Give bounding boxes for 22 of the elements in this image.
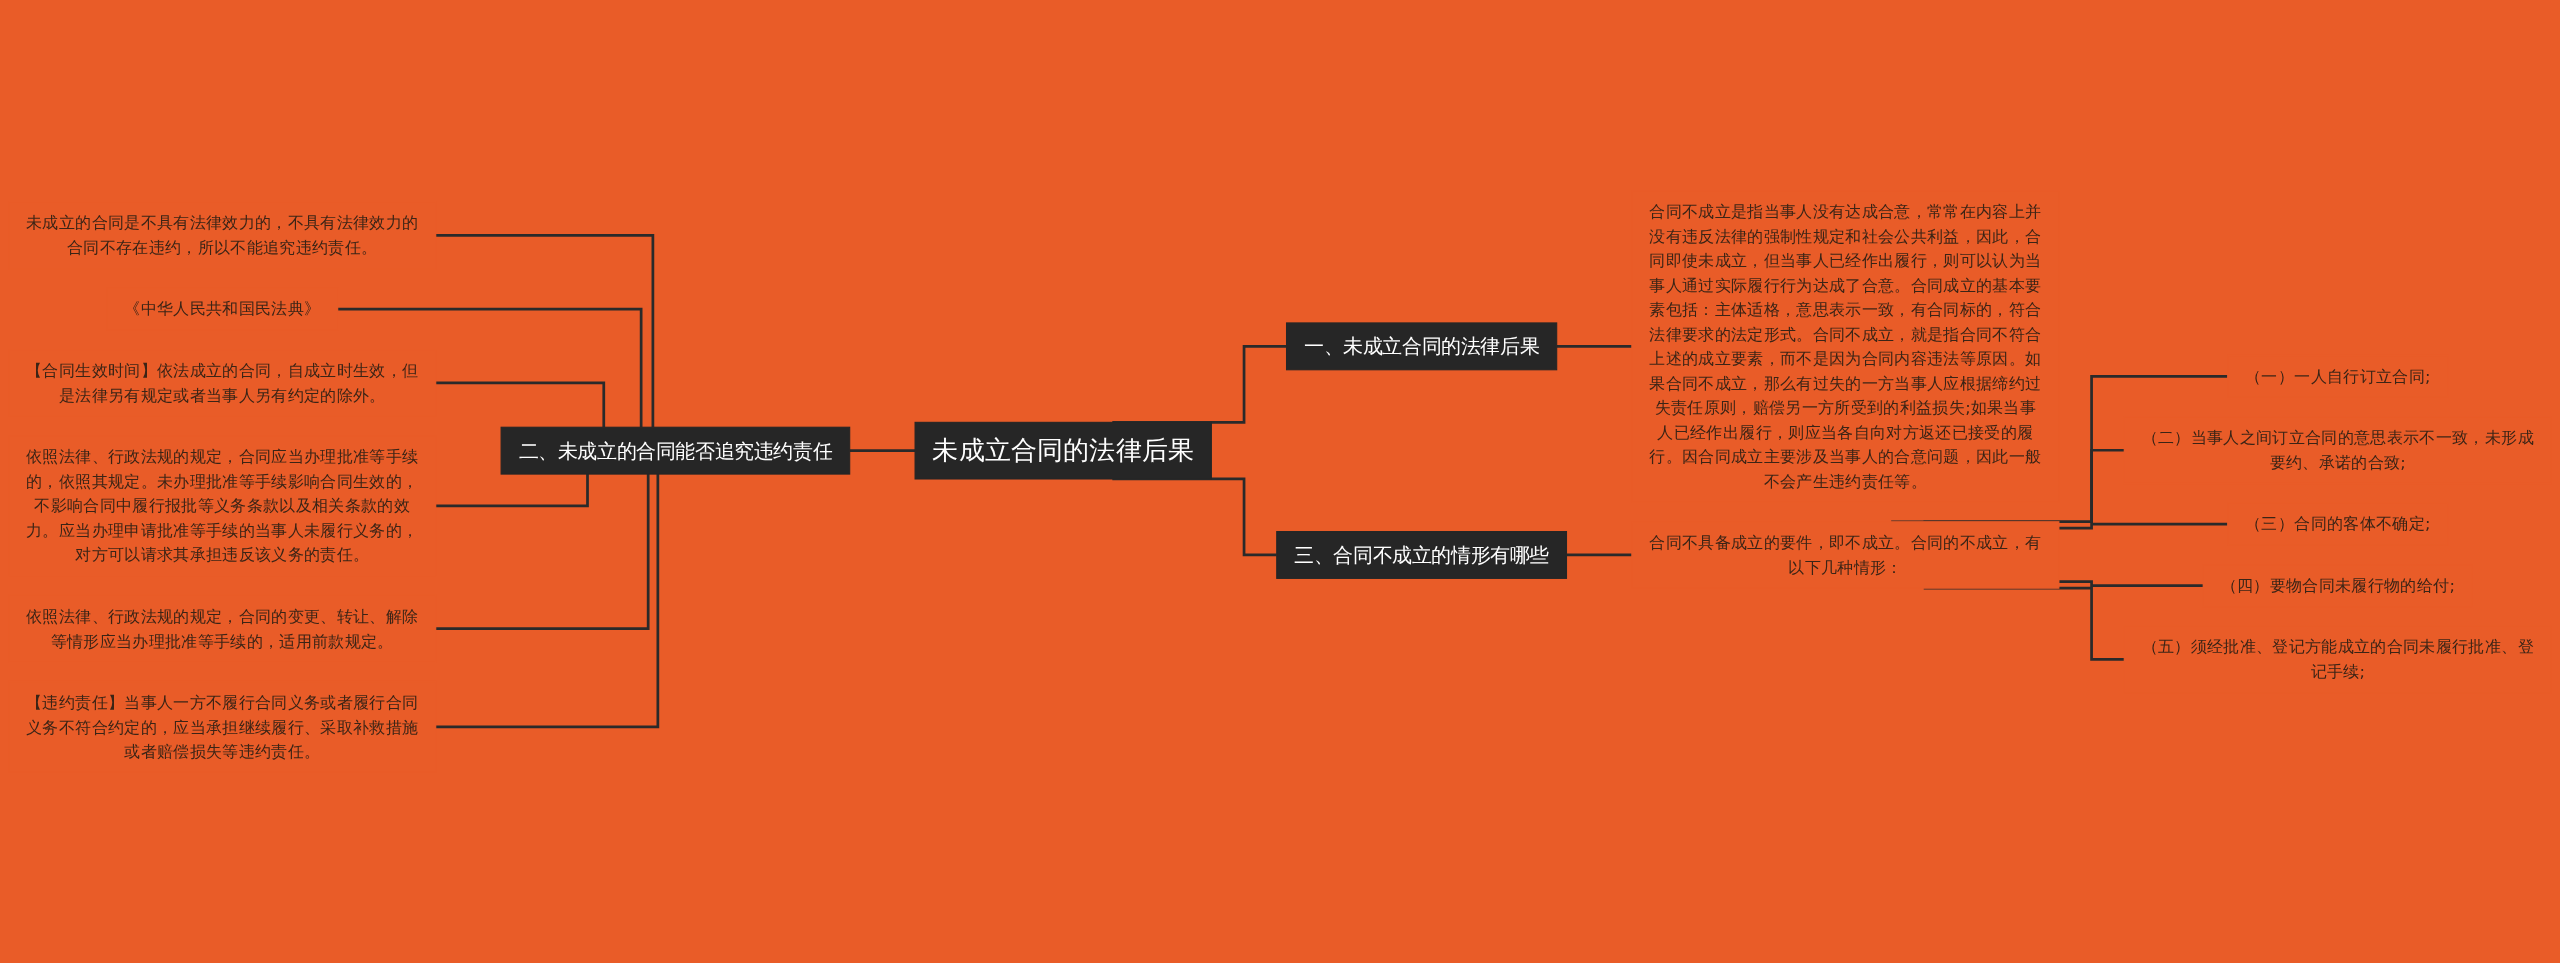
node-box: 未成立合同的法律后果 [914, 421, 1212, 480]
node-text: （五）须经批准、登记方能成立的合同未履行批准、登记手续; [2141, 637, 2534, 682]
node-text: （一）一人自行订立合同; [2245, 366, 2431, 386]
node-text: 依照法律、行政法规的规定，合同应当办理批准等手续的，依照其规定。未办理批准等手续影响合同生效的，不影响合同中履行报批等义务条款以及相关条款的效力。应当办理申请批准等手续的当事人未履行义务的，对方可以请求其承担违反该义务的责任。 [26, 446, 419, 565]
connector [435, 381, 606, 428]
node-box: 二、未成立的合同能否追究违约责任 [500, 426, 851, 475]
node-text: （三）合同的客体不确定; [2245, 513, 2431, 534]
connector [435, 474, 650, 630]
node-text: 未成立的合同是不具有法律效力的，不具有法律效力的合同不存在违约，所以不能追究违约责任。 [26, 213, 419, 258]
node-box: 三、合同不成立的情形有哪些 [1276, 531, 1568, 579]
node-text: （二）当事人之间订立合同的意思表示不一致，未形成要约、承诺的合致; [2141, 427, 2534, 473]
node-text: 合同不成立是指当事人没有达成合意，常常在内容上并没有违反法律的强制性规定和社会公共利益，因此，合同即使未成立，但当事人已经作出履行，则可以认为当事人通过实际履行行为达成了合意。合同成立的基本要素包括：主体适格，意思表示一致，有合同标的，符合法律要求的法定形式。合同不成立，就是指合同不符合上述的成立要素，而不是因为合同内容违法等原因。如果合同不成立，那么有过失的一方当事人应根据缔约过失责任原则，赔偿另一方所受到的利益损失;如果当事人已经作出履行，则应当各自向对方返还已接受的履行。因合同成立主要涉及当事人的合意问题，因此一般不会产生违约责任等。 [1649, 201, 2042, 491]
node-text: 《中华人民共和国民法典》 [124, 299, 321, 319]
node-text: 依照法律、行政法规的规定，合同的变更、转让、解除等情形应当办理批准等手续的，适用前款规定。 [26, 606, 419, 651]
connector [435, 474, 589, 508]
connector [337, 307, 643, 428]
node-box: 一、未成立合同的法律后果 [1286, 322, 1558, 371]
connector [435, 474, 660, 729]
connector [435, 234, 655, 428]
node-text: 【合同生效时间】依法成立的合同，自成立时生效，但是法律另有规定或者当事人另有约定的除外。 [26, 360, 419, 405]
node-text: 【违约责任】当事人一方不履行合同义务或者履行合同义务不符合约定的，应当承担继续履行、采取补救措施或者赔偿损失等违约责任。 [26, 692, 419, 761]
node-text: （四）要物合同未履行物的给付; [2220, 575, 2455, 596]
